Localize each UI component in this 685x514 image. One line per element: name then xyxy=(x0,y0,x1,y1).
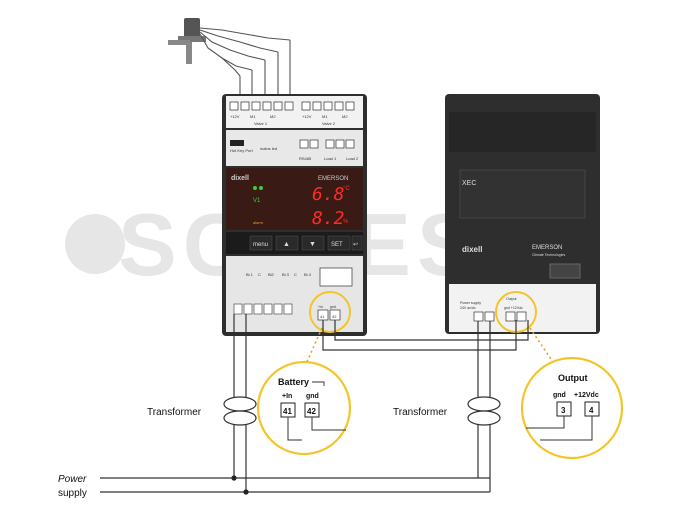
c-label: C xyxy=(258,272,261,277)
transformer-right-label: Transformer xyxy=(393,407,448,418)
rs485-label: RS485 xyxy=(299,156,312,161)
menu-button[interactable] xyxy=(249,235,273,251)
xec-power-supply-sub: 24V ac/dc xyxy=(460,306,476,310)
junction-dot xyxy=(231,475,237,481)
battery-leader-line xyxy=(305,327,323,365)
led-icon xyxy=(253,186,257,190)
xec-output-sub: gnd +12Vdc xyxy=(504,306,523,310)
bi1-label: Bi 1 xyxy=(246,272,254,277)
output-12v-label: +12Vdc xyxy=(574,392,599,399)
set-button[interactable] xyxy=(327,235,351,251)
bottom-display-value: 8.2 xyxy=(312,208,345,229)
load1-label: Load 1 xyxy=(324,156,337,161)
output-leader-line xyxy=(529,327,554,363)
xec-emerson-logo: EMERSON xyxy=(532,245,562,251)
power-label: Power xyxy=(58,474,87,485)
xec-port xyxy=(549,263,581,279)
terminal-42-small-label: 42 xyxy=(332,314,337,319)
xec-output-label: Output xyxy=(506,297,517,301)
terminal-41-small-label: 41 xyxy=(320,314,325,319)
menu-button-label: menu xyxy=(253,242,268,248)
output-terminal-3-label: 3 xyxy=(561,406,566,415)
transformer-right-icon xyxy=(467,396,501,426)
output-terminal-4-label: 4 xyxy=(589,406,594,415)
down-button-label: ▼ xyxy=(309,241,316,248)
hot-key-label: Hot Key Port xyxy=(230,148,254,153)
top-display-unit: °C xyxy=(343,186,350,192)
valve1-group-label: Valve 1 xyxy=(254,121,268,126)
wiring xyxy=(100,314,529,493)
enter-button-label: ↩ xyxy=(353,242,358,248)
battery-callout-ring xyxy=(256,360,352,456)
battery-highlight-ring xyxy=(309,291,351,333)
hot-key-port xyxy=(230,140,244,146)
xec-emerson-sub: Climate Technologies xyxy=(532,253,565,257)
battery-in-label: +In xyxy=(282,393,292,400)
top-terminals-right xyxy=(301,101,355,111)
bi2-label: Bi2 xyxy=(268,272,275,277)
terminal-label: +12V xyxy=(230,114,240,119)
top-terminals-left xyxy=(229,101,294,111)
output-callout-ring xyxy=(520,356,624,460)
valve2-group-label: Valve 2 xyxy=(322,121,336,126)
xec-model-label: XEC xyxy=(462,180,476,187)
expansion-valve xyxy=(168,18,291,104)
load2-label: Load 2 xyxy=(346,156,359,161)
terminal-label: M1 xyxy=(322,114,328,119)
dixell-logo: dixell xyxy=(231,175,249,182)
output-callout: Output gnd +12Vdc 3 4 xyxy=(520,356,624,460)
transformer-left-label: Transformer xyxy=(147,407,202,418)
controller-module: +12V M1 M2 +12V M1 M2 Valve 1 Valve 2 Ho… xyxy=(222,94,367,336)
battery-terminal-42-label: 42 xyxy=(307,407,316,416)
up-button-label: ▲ xyxy=(283,241,290,248)
bi3-label: Bi 3 xyxy=(282,272,290,277)
battery-title: Battery xyxy=(278,377,309,387)
enter-button[interactable] xyxy=(351,235,363,251)
terminal-label: +12V xyxy=(302,114,312,119)
display-panel xyxy=(226,168,363,230)
valve-body xyxy=(184,18,200,38)
terminal-label: M2 xyxy=(270,114,276,119)
xec-label-panel xyxy=(459,169,586,219)
bi4-label: Bi 4 xyxy=(304,272,312,277)
emerson-logo: EMERSON xyxy=(318,176,348,182)
output-title: Output xyxy=(558,373,588,383)
indicator-v1: V1 xyxy=(253,198,261,204)
power-led-label: mains led xyxy=(260,146,277,151)
led-icon xyxy=(259,186,263,190)
xec-bottom-strip xyxy=(449,284,596,332)
battery-callout: Battery +In gnd 41 42 xyxy=(256,360,352,456)
top-terminal-strip xyxy=(226,96,363,128)
bottom-terminal-block xyxy=(233,303,293,315)
battery-gnd-label: gnd xyxy=(306,393,319,400)
xec-module: XEC dixell EMERSON Climate Technologies … xyxy=(445,94,600,334)
junction-dot xyxy=(243,489,249,495)
battery-small-in-label: +in xyxy=(318,305,323,309)
up-button[interactable] xyxy=(275,235,299,251)
c2-label: C xyxy=(294,272,297,277)
set-button-label: SET xyxy=(331,242,343,248)
indicator-alarm: alarm xyxy=(253,220,264,225)
top-display-value: 6.8 xyxy=(312,184,345,205)
transformer-left-icon xyxy=(223,396,257,426)
battery-terminal-41-label: 41 xyxy=(283,407,292,416)
down-button[interactable] xyxy=(301,235,325,251)
output-gnd-label: gnd xyxy=(553,392,566,399)
terminal-label: M1 xyxy=(250,114,256,119)
hot-key-slot xyxy=(319,267,353,287)
xec-top-band xyxy=(449,112,596,152)
terminal-label: M2 xyxy=(342,114,348,119)
supply-label: supply xyxy=(58,488,87,499)
watermark-logo-icon xyxy=(65,214,125,274)
battery-small-gnd-label: gnd xyxy=(330,305,336,309)
xec-power-supply-label: Power supply xyxy=(460,301,481,305)
xec-dixell-logo: dixell xyxy=(462,245,482,254)
bottom-display-unit: % xyxy=(343,219,349,225)
